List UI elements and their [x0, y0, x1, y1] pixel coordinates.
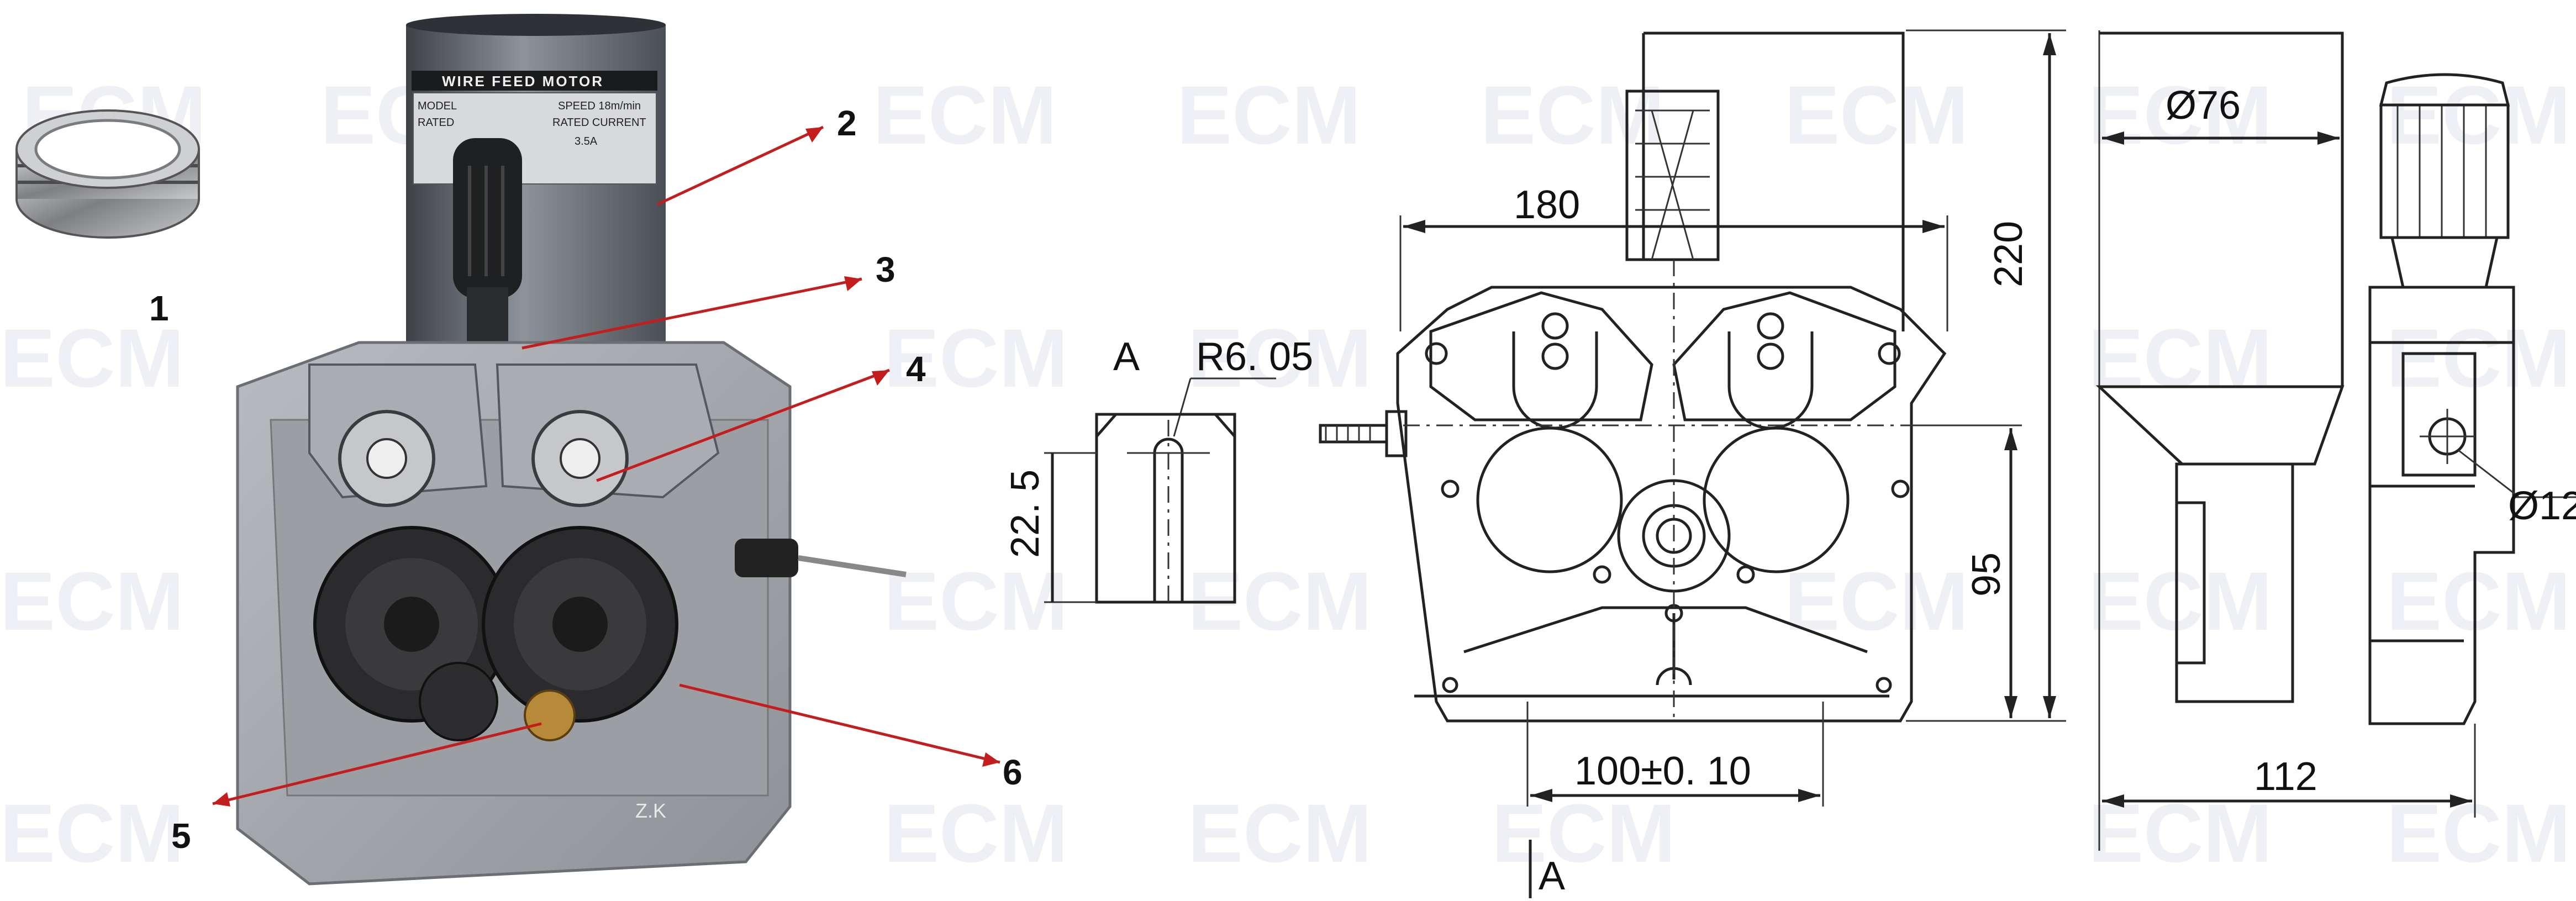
- watermark: ECM: [1492, 787, 1676, 879]
- shaft-height-label: 95: [1964, 552, 2009, 597]
- section-view-label: A: [1113, 335, 1140, 379]
- watermark: ECM: [873, 69, 1057, 161]
- front-height-label: 220: [1987, 221, 2031, 287]
- callout-4: 4: [906, 349, 926, 389]
- side-view-drawing: Ø12 Ø76 112: [2095, 30, 2576, 851]
- nameplate-line: RATED: [418, 117, 454, 129]
- watermark: ECM: [1188, 312, 1372, 404]
- roll-spacing-label: 100±0. 10: [1574, 749, 1751, 793]
- depth-label: 112: [2254, 755, 2317, 799]
- cut-label: A: [1539, 854, 1565, 898]
- callout-1: 1: [149, 288, 169, 328]
- motor-label: WIRE FEED MOTOR: [442, 73, 604, 89]
- watermark: ECM: [1177, 69, 1361, 161]
- nameplate-line: SPEED 18m/min: [558, 100, 641, 112]
- callout-arrows: [212, 125, 1000, 807]
- motor-diameter-label: Ø76: [2166, 83, 2241, 128]
- watermark: ECM: [1481, 69, 1664, 161]
- watermark: ECM: [0, 787, 184, 879]
- front-width-label: 180: [1514, 183, 1580, 227]
- hole-diameter-label: Ø12: [2508, 484, 2576, 528]
- inlet-guide: [735, 539, 798, 577]
- nameplate-line: MODEL: [418, 100, 457, 112]
- section-a-detail: A R6. 05 22. 5: [1003, 335, 1313, 604]
- callout-labels: 1 2 3 4 5 6: [149, 103, 1023, 856]
- plate-mark: Z.K: [635, 799, 666, 822]
- watermark: ECM: [884, 312, 1068, 404]
- watermark: ECM: [2088, 312, 2272, 404]
- callout-3: 3: [876, 250, 895, 289]
- watermark: ECM: [1784, 555, 1968, 647]
- drive-roll-ring: [15, 109, 200, 239]
- callout-5: 5: [171, 816, 191, 856]
- watermark: ECM: [2387, 312, 2570, 404]
- watermark: ECM: [1188, 787, 1372, 879]
- watermark: ECM: [884, 555, 1068, 647]
- nameplate-line: 3.5A: [575, 135, 598, 147]
- watermark: ECM: [0, 555, 184, 647]
- nameplate-line: RATED CURRENT: [552, 117, 646, 129]
- watermark: ECM: [0, 312, 184, 404]
- watermark: ECM: [2387, 555, 2570, 647]
- radius-label: R6. 05: [1196, 335, 1313, 379]
- watermark: ECM: [2387, 69, 2570, 161]
- drive-gear: [524, 689, 576, 741]
- watermark: ECM: [2088, 555, 2272, 647]
- callout-2: 2: [837, 103, 857, 143]
- front-view-drawing: 180 220 95 100±0. 10 A: [1319, 29, 2066, 898]
- callout-6: 6: [1003, 752, 1023, 792]
- section-height-label: 22. 5: [1003, 470, 1047, 558]
- watermark: ECM: [2088, 69, 2272, 161]
- watermark: ECM: [884, 787, 1068, 879]
- wire-feeder-illustration: WIRE FEED MOTOR MODEL RATED SPEED 18m/mi…: [236, 14, 907, 886]
- watermark: ECM: [1784, 69, 1968, 161]
